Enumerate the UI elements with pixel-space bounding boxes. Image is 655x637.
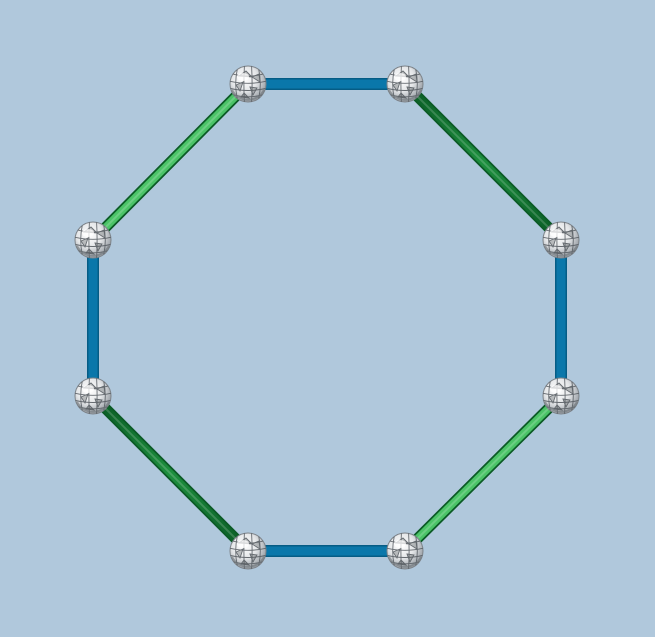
bond-n8-n1 [95, 86, 246, 238]
geodesic-sphere-icon [74, 377, 112, 415]
geodesic-sphere-icon [386, 532, 424, 570]
geodesic-sphere-icon [542, 221, 580, 259]
geodesic-sphere-icon [542, 377, 580, 415]
geodesic-sphere-icon [229, 532, 267, 570]
bond-n2-n3 [407, 86, 559, 238]
geodesic-sphere-icon [386, 65, 424, 103]
bond-n4-n5 [407, 398, 559, 549]
edges-layer [87, 78, 567, 557]
geodesic-sphere-icon [74, 221, 112, 259]
bond-n6-n7 [95, 398, 246, 549]
geodesic-sphere-icon [229, 65, 267, 103]
nodes-layer [74, 65, 580, 570]
